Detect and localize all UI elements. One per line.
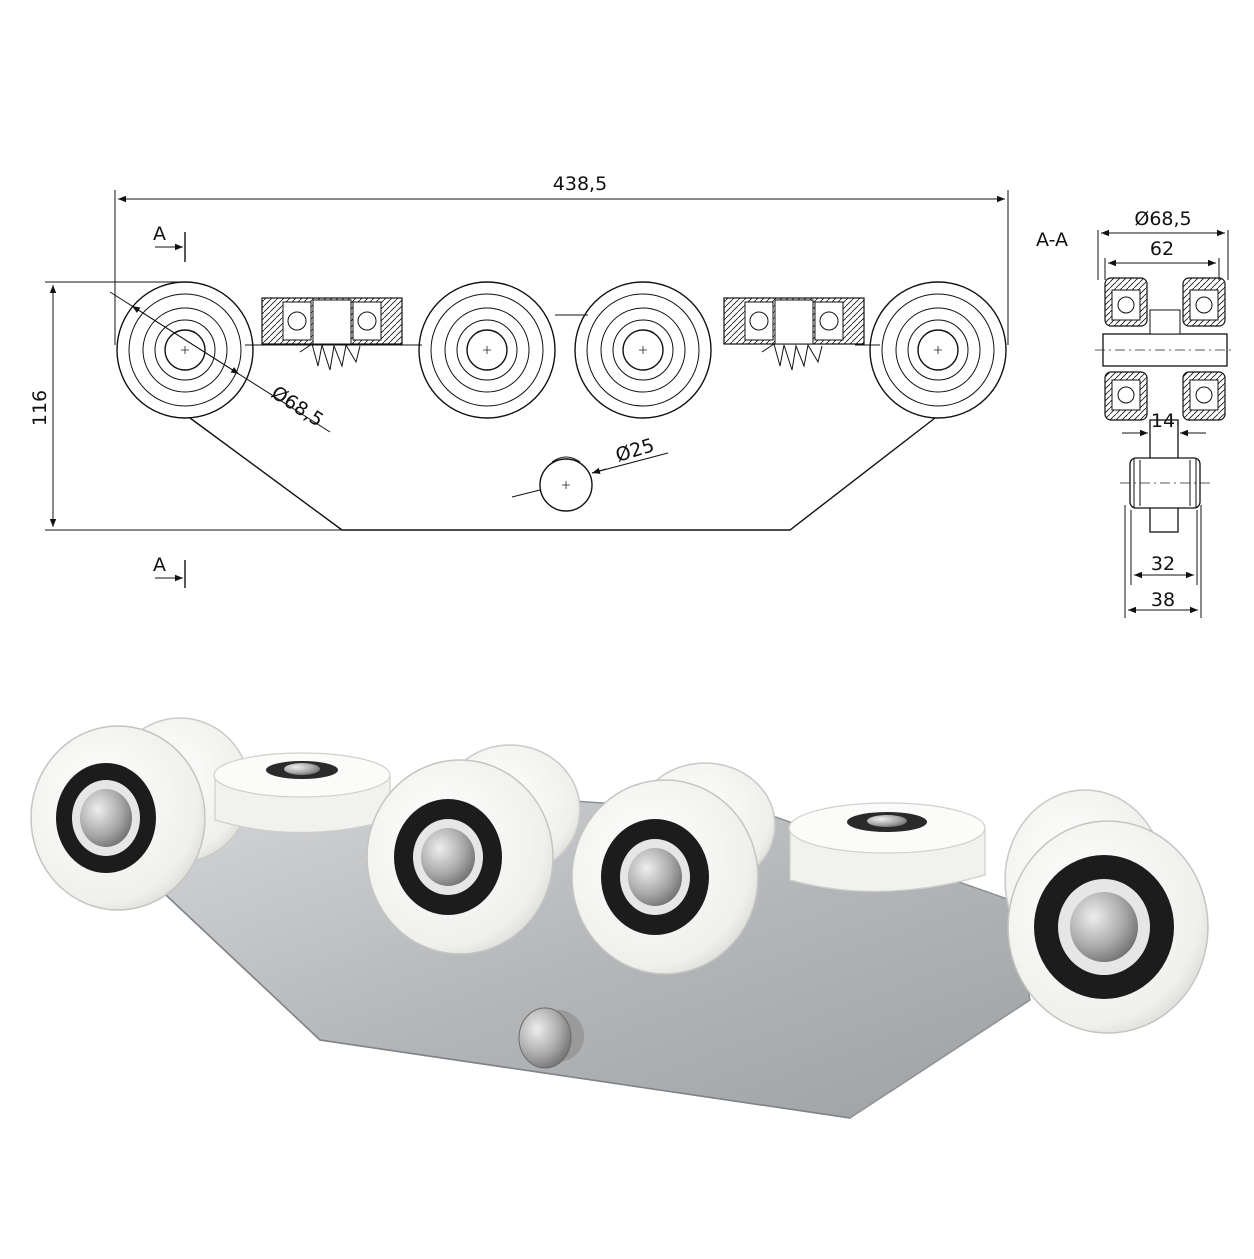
dimension-height: 116 <box>29 281 342 531</box>
section-wheels <box>1095 277 1235 421</box>
wheel-diameter-label: Ø68,5 <box>267 382 327 432</box>
guide-roller-left <box>261 297 403 371</box>
height-label: 116 <box>29 390 51 426</box>
dimension-inner-width: 32 <box>1130 510 1198 585</box>
inner-width-label: 32 <box>1151 553 1175 575</box>
dimension-outer-width: 38 <box>1124 505 1202 618</box>
section-mark-bottom: A <box>153 554 166 576</box>
section-marker-top: A <box>153 223 186 262</box>
front-roller-3 <box>571 779 759 975</box>
guide-roller-render-left <box>213 752 391 834</box>
dimension-section-width: 62 <box>1104 238 1220 280</box>
wheel-2 <box>418 281 556 419</box>
dimension-axle-diameter: Ø25 <box>511 434 669 498</box>
section-marker-bottom: A <box>153 554 186 588</box>
center-pin <box>539 456 593 512</box>
overall-length-label: 438,5 <box>553 173 607 195</box>
front-roller-2 <box>366 759 554 955</box>
guide-roller-render-right <box>788 802 986 892</box>
side-view-drawing: 438,5 116 Ø68,5 Ø25 A A <box>29 173 1009 588</box>
section-view-drawing: A-A <box>1036 208 1235 618</box>
section-mark-top: A <box>153 223 166 245</box>
front-roller-1 <box>30 725 206 911</box>
section-title: A-A <box>1036 229 1068 251</box>
wheel-1 <box>116 281 254 419</box>
front-roller-4 <box>1007 820 1209 1034</box>
plate-top-line <box>245 314 880 346</box>
dimension-axle-gap: 14 <box>1122 410 1206 437</box>
outer-width-label: 38 <box>1151 589 1175 611</box>
wheel-4 <box>869 281 1007 419</box>
product-render <box>30 717 1209 1119</box>
plate-outline <box>189 417 936 531</box>
center-pin-render <box>518 1007 584 1069</box>
section-width-label: 62 <box>1150 238 1174 260</box>
dimension-overall-length: 438,5 <box>114 173 1009 345</box>
section-diameter-label: Ø68,5 <box>1134 208 1191 230</box>
axle-diameter-label: Ø25 <box>613 434 657 466</box>
dimension-section-diameter: Ø68,5 <box>1097 208 1229 280</box>
axle-gap-label: 14 <box>1151 410 1175 432</box>
wheel-3 <box>574 281 712 419</box>
guide-roller-right <box>723 297 865 371</box>
section-plate <box>1120 419 1210 533</box>
